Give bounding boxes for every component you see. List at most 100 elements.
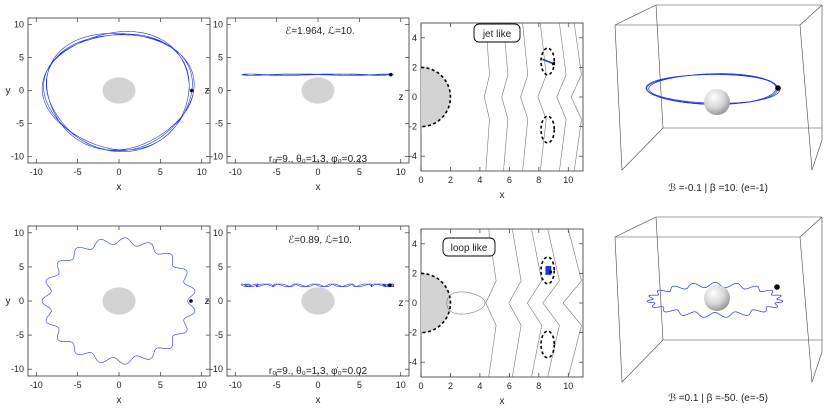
- box-edge: [655, 4, 664, 129]
- particle-marker: [775, 85, 781, 91]
- y-tick-label: -4: [409, 151, 417, 161]
- y-tick-label: -2: [409, 328, 417, 338]
- particle-marker: [551, 62, 556, 66]
- x-tick-label: 0: [116, 380, 121, 390]
- horizon-boundary: [420, 272, 452, 334]
- caption-3d-bottom: ℬ =0.1 | β =-50. (e=-5): [668, 393, 768, 404]
- y-tick-label: 2: [412, 268, 417, 278]
- x-tick-label: -10: [229, 167, 242, 177]
- y-axis-label: z: [399, 298, 404, 309]
- plot-layer: -10 -5 0 5 10 -10 -5 0 5 10 x y -10 -5 0 5 10 -10 -5 0 5 10 x z…: [6, 4, 823, 407]
- black-hole-sphere: [704, 89, 730, 115]
- x-tick-label: 4: [477, 381, 482, 391]
- horizon-halfdisk: [421, 273, 451, 333]
- potential-contour: [537, 22, 547, 172]
- box-edge: [799, 236, 813, 383]
- y-tick-label: -4: [409, 357, 417, 367]
- allowed-region: [540, 330, 556, 359]
- horizon-disk: [301, 77, 335, 104]
- y-tick-label: -10: [11, 364, 24, 374]
- y-tick-label: -5: [16, 118, 24, 128]
- box-edge: [614, 24, 623, 171]
- x-tick-label: -5: [74, 380, 82, 390]
- particle-marker: [549, 270, 553, 274]
- orbit-3d: [646, 282, 784, 318]
- y-tick-label: 0: [412, 298, 417, 308]
- y-axis-label: z: [205, 86, 210, 97]
- regime-box-bottom: loop like: [442, 237, 496, 257]
- horizon-disk: [102, 77, 136, 104]
- orbit-segment: [542, 58, 554, 65]
- x-axis-label: x: [500, 396, 505, 407]
- regime-box-top: jet like: [473, 23, 521, 43]
- potential-contour: [562, 228, 582, 378]
- particle-marker: [389, 72, 393, 77]
- potential-contour: [556, 22, 567, 172]
- y-tick-label: 10: [213, 20, 223, 30]
- y-tick-label: 10: [213, 228, 223, 238]
- x-tick-label: 5: [357, 380, 362, 390]
- potential-contour: [542, 228, 560, 378]
- x-tick-label: -5: [273, 380, 281, 390]
- box-edge: [799, 4, 823, 26]
- particle-marker: [388, 283, 392, 288]
- y-tick-label: 10: [14, 20, 24, 30]
- box-edge: [799, 216, 823, 238]
- y-tick-label: -5: [215, 330, 223, 340]
- particle-marker: [190, 88, 194, 93]
- x-tick-label: -5: [273, 167, 281, 177]
- x-tick-label: 10: [197, 167, 207, 177]
- horizon-disk: [102, 287, 136, 315]
- potential-contour-lobe: [446, 291, 486, 315]
- particle-marker: [774, 284, 780, 290]
- y-tick-label: 5: [19, 262, 24, 272]
- box-edge: [614, 4, 657, 26]
- caption-3d-top: ℬ =-0.1 | β =10. (e=-1): [668, 183, 768, 194]
- x-tick-label: 0: [116, 167, 121, 177]
- y-tick-label: 4: [412, 239, 417, 249]
- y-tick-label: 4: [412, 33, 417, 43]
- x-tick-label: -10: [30, 167, 43, 177]
- orbit-projection: [240, 283, 395, 287]
- energy-label-top: ℰ=1.964, ℒ=10.: [285, 26, 354, 37]
- potential-contour: [520, 22, 529, 172]
- y-axis-label: y: [6, 86, 11, 97]
- y-tick-label: 10: [14, 228, 24, 238]
- box-edge: [655, 216, 664, 341]
- box-3d-bottom: [614, 216, 823, 383]
- x-tick-label: 5: [158, 380, 163, 390]
- y-tick-label: 5: [218, 53, 223, 63]
- box-edge: [614, 216, 657, 238]
- potential-contour: [501, 22, 509, 172]
- potential-contour: [485, 228, 497, 378]
- y-tick-label: 0: [218, 86, 223, 96]
- x-tick-label: 0: [418, 381, 423, 391]
- x-tick-label: 10: [563, 381, 573, 391]
- horizon-boundary: [420, 66, 452, 128]
- x-tick-label: -5: [74, 167, 82, 177]
- x-tick-label: -10: [229, 380, 242, 390]
- orbit-segment: [545, 266, 552, 275]
- box-edge: [621, 127, 664, 171]
- x-tick-label: 10: [396, 380, 406, 390]
- horizon-halfdisk: [421, 67, 451, 127]
- box-edge: [811, 139, 823, 171]
- x-axis-label: x: [500, 190, 505, 201]
- horizon-disk: [301, 287, 335, 315]
- orbit-projection: [241, 73, 394, 76]
- x-tick-label: -10: [30, 380, 43, 390]
- x-tick-label: 10: [396, 167, 406, 177]
- x-axis-label: x: [117, 182, 122, 193]
- x-tick-label: 8: [536, 175, 541, 185]
- y-tick-label: -10: [11, 151, 24, 161]
- x-tick-label: 6: [507, 175, 512, 185]
- y-axis-label: z: [205, 296, 210, 307]
- orbit-trajectory: [41, 237, 196, 365]
- box-edge: [799, 24, 813, 171]
- potential-contour: [526, 228, 543, 378]
- regime-label-bottom: loop like: [451, 243, 488, 254]
- box-edge: [621, 339, 664, 383]
- x-tick-label: 8: [536, 381, 541, 391]
- x-tick-label: 4: [477, 175, 482, 185]
